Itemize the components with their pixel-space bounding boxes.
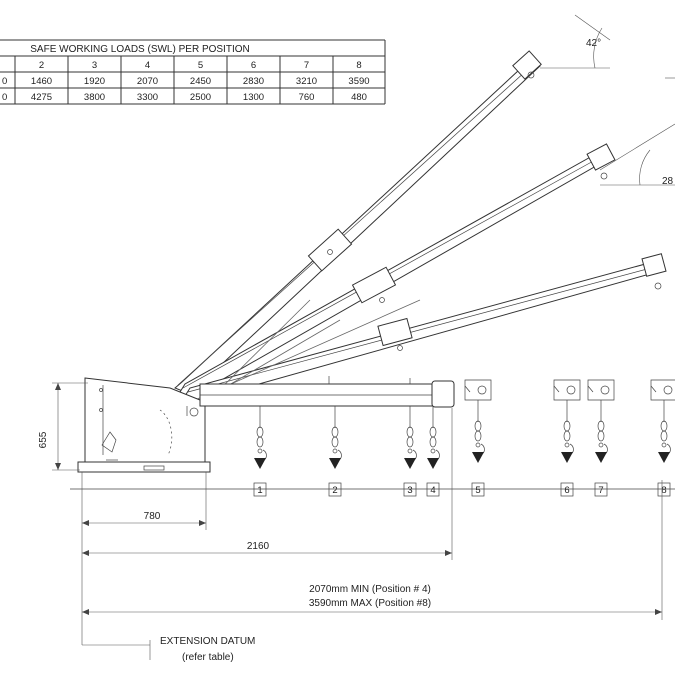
swl-position-header: 5 bbox=[198, 60, 203, 71]
datum-note: (refer table) bbox=[182, 652, 234, 663]
dimension-range: 2070mm MIN (Position # 4) 3590mm MAX (Po… bbox=[82, 480, 663, 620]
angle-top-label: 42° bbox=[586, 38, 601, 49]
angle-annotation-top: 42° bbox=[540, 14, 611, 69]
swl-cell: 4275 bbox=[31, 92, 52, 103]
extension-value: 2160 bbox=[247, 541, 270, 552]
position-box bbox=[560, 482, 574, 497]
hook-position-2: 2 bbox=[328, 406, 342, 497]
datum-label: EXTENSION DATUM bbox=[160, 636, 255, 647]
swl-cell: 1920 bbox=[84, 76, 105, 87]
swl-cell: 3590 bbox=[348, 76, 369, 87]
position-box bbox=[426, 482, 440, 497]
position-label: 3 bbox=[407, 485, 412, 496]
position-box bbox=[403, 482, 417, 497]
swl-position-header: 2 bbox=[39, 60, 44, 71]
swl-table: SAFE WORKING LOADS (SWL) PER POSITION 2 3… bbox=[0, 39, 386, 105]
position-label: 8 bbox=[661, 485, 666, 496]
position-box bbox=[594, 482, 608, 497]
swl-position-header: 6 bbox=[251, 60, 256, 71]
swl-cell: 2500 bbox=[190, 92, 211, 103]
angle-middle-label: 28 bbox=[662, 176, 674, 187]
hook-position-3: 3 bbox=[403, 406, 417, 497]
swl-cell: 3300 bbox=[137, 92, 158, 103]
swl-position-header: 3 bbox=[92, 60, 97, 71]
swl-table-title: SAFE WORKING LOADS (SWL) PER POSITION bbox=[30, 44, 249, 55]
swl-cell: 1460 bbox=[31, 76, 52, 87]
swl-cell: 2070 bbox=[137, 76, 158, 87]
position-box bbox=[253, 482, 267, 497]
range-max-value: 3590mm MAX (Position #8) bbox=[309, 598, 431, 609]
hook-set: 1 2 3 4 5 6 7 8 bbox=[253, 379, 675, 497]
swl-cell: 3800 bbox=[84, 92, 105, 103]
height-value: 655 bbox=[38, 431, 49, 448]
position-label: 7 bbox=[598, 485, 603, 496]
dimension-base: 780 bbox=[81, 472, 207, 645]
position-box bbox=[471, 482, 485, 497]
hook-position-4: 4 bbox=[426, 406, 440, 497]
swl-cell: 2830 bbox=[243, 76, 264, 87]
hook-position-7: 7 bbox=[587, 379, 615, 497]
position-label: 5 bbox=[475, 485, 480, 496]
swl-cell: 760 bbox=[299, 92, 315, 103]
swl-position-header: 7 bbox=[304, 60, 309, 71]
position-box bbox=[657, 482, 671, 497]
boom-horizontal bbox=[199, 376, 455, 408]
base-value: 780 bbox=[144, 511, 161, 522]
hook-position-8: 8 bbox=[650, 379, 675, 497]
position-label: 2 bbox=[332, 485, 337, 496]
swl-row-lead: 0 bbox=[2, 76, 7, 87]
swl-row-lead: 0 bbox=[2, 92, 7, 103]
extension-datum: EXTENSION DATUM (refer table) bbox=[82, 636, 255, 663]
position-label: 6 bbox=[564, 485, 569, 496]
position-label: 4 bbox=[430, 485, 435, 496]
dimension-extension: 2160 bbox=[82, 408, 453, 560]
dimension-height: 655 bbox=[38, 382, 88, 471]
hook-position-6: 6 bbox=[553, 379, 581, 497]
crane-base bbox=[77, 377, 211, 473]
swl-position-header: 4 bbox=[145, 60, 150, 71]
swl-cell: 1300 bbox=[243, 92, 264, 103]
swl-position-header: 8 bbox=[356, 60, 361, 71]
position-box bbox=[328, 482, 342, 497]
angle-annotation-middle: 28 bbox=[599, 123, 675, 187]
position-label: 1 bbox=[257, 485, 262, 496]
swl-cell: 2450 bbox=[190, 76, 211, 87]
swl-cell: 3210 bbox=[296, 76, 317, 87]
hook-position-1: 1 bbox=[253, 406, 267, 497]
hook-position-5: 5 bbox=[464, 379, 492, 497]
swl-cell: 480 bbox=[351, 92, 367, 103]
range-min-value: 2070mm MIN (Position # 4) bbox=[309, 584, 431, 595]
